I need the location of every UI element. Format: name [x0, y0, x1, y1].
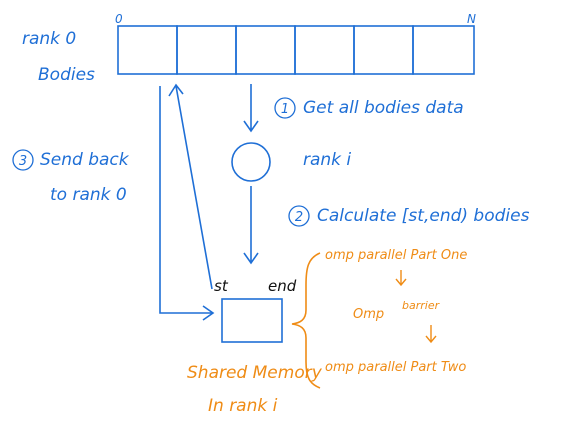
- step3-text-line1: Send back: [40, 150, 130, 170]
- omp-parallel-part-one: omp parallel Part One: [325, 248, 467, 263]
- step1-number-circle: [274, 97, 296, 119]
- get-data-arrow: [243, 84, 259, 133]
- step3-text-line2: to rank 0: [50, 185, 127, 205]
- omp-parallel-part-two: omp parallel Part Two: [325, 360, 466, 375]
- step3-number: 3: [19, 154, 27, 169]
- shared-memory-label: Shared Memory: [187, 363, 323, 383]
- omp-barrier-word: Omp: [353, 307, 384, 322]
- array-index-end: N: [467, 12, 476, 26]
- step2-text: Calculate [st,end) bodies: [317, 206, 530, 226]
- rank-i-process-circle: [231, 142, 271, 182]
- bodies-array: [117, 25, 475, 75]
- omp-down-arrow-1: [395, 270, 407, 287]
- bodies-to-shared-arrow: [159, 86, 215, 321]
- omp-brace: [291, 252, 321, 389]
- st-label: st: [214, 277, 229, 295]
- omp-barrier-label: barrier: [402, 299, 441, 312]
- end-label: end: [268, 277, 297, 295]
- shared-memory-box: [221, 298, 283, 343]
- shared-memory-rank-label: In rank i: [208, 396, 278, 416]
- step3-number-circle: [12, 149, 34, 171]
- send-back-arrow: [168, 83, 213, 290]
- rank-i-to-shared-arrow: [243, 186, 259, 265]
- rank-i-label: rank i: [303, 150, 351, 170]
- array-index-start: 0: [115, 12, 123, 26]
- step1-number: 1: [281, 102, 289, 117]
- bodies-array-cell: [294, 25, 355, 75]
- bodies-array-cell: [176, 25, 237, 75]
- rank0-label: rank 0: [22, 29, 76, 49]
- bodies-array-cell: [353, 25, 414, 75]
- step2-number: 2: [295, 210, 303, 225]
- step1-text: Get all bodies data: [303, 98, 464, 118]
- bodies-array-cell: [117, 25, 178, 75]
- omp-down-arrow-2: [425, 325, 437, 344]
- bodies-array-cell: [412, 25, 475, 75]
- bodies-array-cell: [235, 25, 296, 75]
- step2-number-circle: [288, 205, 310, 227]
- rank0-bodies-label: Bodies: [38, 65, 95, 85]
